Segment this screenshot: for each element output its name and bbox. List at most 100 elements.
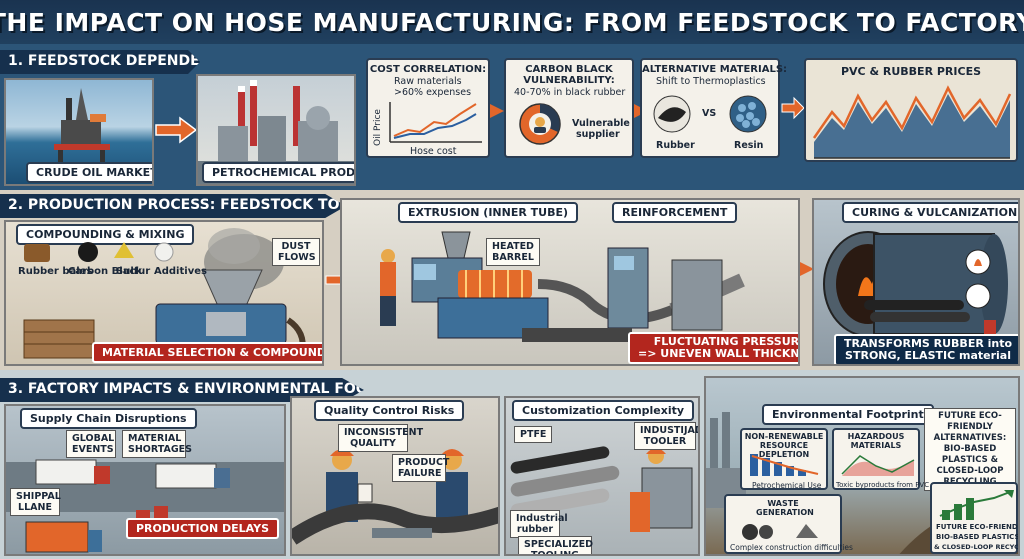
inconsistent-quality-note: INCONSISTENT QUALITY [338,424,423,452]
hazard-title: HAZARDOUS MATERIALS [847,432,905,450]
material-additives: Additives [154,266,207,277]
quality-control-panel: Quality Control Risks INCONSISTENT QUALI… [290,396,500,556]
eco-note2-line3: & CLOSED-LOOP RECYCLING [934,543,1019,551]
hazard-chart [841,455,915,476]
ptfe-note: PTFE [514,426,553,443]
crude-oil-caption: CRUDE OIL MARKET [26,162,152,183]
cost-title: COST CORRELATION: [369,64,487,75]
petrochemical-panel: PETROCHEMICAL PRODUCTION [196,74,356,186]
eco-future-box: FUTURE ECO-FRIENDLY BIO-BASED PLASTICS &… [930,482,1018,554]
industrial-tooler-note: INDUSTIJAD TOOLER [634,422,698,450]
material-shortages-note: MATERIAL SHORTAGES [122,430,192,458]
arrow-icon [781,96,805,120]
pressure-caption: FLUCTUATING PRESSURE => UNEVEN WALL THIC… [628,332,800,364]
curing-line1: TRANSFORMS RUBBER into [844,337,1013,350]
waste-title: WASTE GENERATION [756,499,814,517]
carbon-black-box: CARBON BLACK VULNERABILITY: 40-70% in bl… [504,58,634,158]
section1-label: 1. FEEDSTOCK DEPENDENCY [0,50,200,74]
customization-panel: Customization Complexity PTFE INDUSTIJAD… [504,396,700,556]
waste-bags-icon [742,524,818,540]
cost-trend-chart [389,102,482,143]
alt-resin: Resin [734,140,764,151]
alt-line1: Shift to Thermoplastics [656,76,766,87]
rubber-sample-icon [653,95,691,133]
eco-note: FUTURE ECO-FRIENDLY ALTERNATIVES: BIO-BA… [924,408,1016,491]
reinforcement-title: REINFORCEMENT [612,202,738,223]
cost-line2: >60% expenses [394,87,472,98]
chevron-right-icon [800,262,814,276]
hose-samples-illustration [510,446,693,532]
hazard-caption: Toxic byproducts from PVC [836,481,930,489]
growth-chart [939,490,1014,520]
eco-note2-line1: FUTURE ECO-FRIENDLY [936,523,1020,531]
mixer-illustration [23,228,306,359]
page-title: THE IMPACT ON HOSE MANUFACTURING: FROM F… [0,7,1024,37]
extrusion-title: EXTRUSION (INNER TUBE) [398,202,579,223]
supplier-line2: supplier [576,129,620,140]
curing-title: CURING & VULCANIZATION [842,202,1018,223]
alt-title: ALTERNATIVE MATERIALS: [642,64,788,75]
extrusion-panel: EXTRUSION (INNER TUBE) REINFORCEMENT HEA… [340,198,800,366]
material-sulfur: Sulfur [116,266,151,277]
prices-title: PVC & RUBBER PRICES [840,65,982,78]
autoclave-illustration [823,231,1008,337]
carbon-line1: 40-70% in black rubber [514,87,626,98]
section2-label: 2. PRODUCTION PROCESS: FEEDSTOCK TO FACT… [0,194,346,218]
global-events-note: GLOBAL EVENTS [66,430,116,458]
pressure-line2: => UNEVEN WALL THICKNESS [638,347,800,360]
petrochemical-caption: PETROCHEMICAL PRODUCTION [202,162,354,183]
section-production: 2. PRODUCTION PROCESS: FEEDSTOCK TO FACT… [0,190,1024,370]
eco-note2-line2: BIO-BASED PLASTICS [936,533,1020,541]
curing-panel: CURING & VULCANIZATION TRANSFORMS RUBBER… [812,198,1020,366]
section-feedstock: 1. FEEDSTOCK DEPENDENCY CRUDE OIL MARKET [0,44,1024,190]
pressure-line1: FLUCTUATING PRESSURE [653,335,800,348]
industrial-rubber-note: Industrial rubber [510,510,568,538]
section-impacts: 3. FACTORY IMPACTS & ENVIRONMENTAL FOOTP… [0,370,1024,559]
cost-x-axis: Hose cost [410,146,457,157]
extrusion-line-illustration [380,231,745,342]
crude-oil-panel: CRUDE OIL MARKET [4,78,154,186]
waste-caption: Complex construction difficulties [730,543,853,552]
supply-title: Supply Chain Disruptions [20,408,197,429]
production-delays-caption: PRODUCTION DELAYS [126,518,280,539]
material-rubber: Rubber bales [18,266,93,277]
env-title: Environmental Footprint [762,404,934,425]
supplier-pie-icon [519,103,561,145]
cost-line1: Raw materials [394,76,462,87]
qc-title: Quality Control Risks [314,400,465,421]
material-carbon: Carbon Black [68,266,143,277]
custom-title: Customization Complexity [512,400,695,421]
arrow-icon [155,116,198,144]
hazardous-box: HAZARDOUS MATERIALS Toxic byproducts fro… [832,428,929,490]
carbon-title-line1: CARBON BLACK [525,64,613,75]
resin-pellets-icon [729,95,767,133]
chevron-right-icon [490,104,504,118]
alt-vs: VS [702,108,717,119]
compounding-caption: MATERIAL SELECTION & COMPOUNDING [92,342,322,363]
depletion-chart [750,454,819,476]
nonrenewable-box: NON-RENEWABLE RESOURCE DEPLETION Petroch… [740,428,828,490]
supplier-line1: Vulnerable [572,118,630,129]
prices-box: PVC & RUBBER PRICES [804,58,1018,162]
price-volatility-chart [812,85,1012,159]
compounding-panel: COMPOUNDING & MIXING Rubber bales Carbon… [4,220,324,366]
nonrenew-title: NON-RENEWABLE RESOURCE DEPLETION [744,432,824,459]
specialized-tooling-note: SPECIALIZED TOOLING [518,536,593,554]
alternative-materials-box: ALTERNATIVE MATERIALS: Shift to Thermopl… [640,58,788,158]
heated-barrel-note: HEATED BARREL [486,238,540,266]
supply-chain-panel: Supply Chain Disruptions GLOBAL EVENTS M… [4,404,286,556]
inspectors-illustration [292,449,498,545]
dust-note: DUST FLOWS [272,238,320,266]
product-failure-note: PRODUCT FAILURE [392,454,449,482]
curing-caption: TRANSFORMS RUBBER into STRONG, ELASTIC m… [834,334,1018,364]
environmental-panel: Environmental Footprint FUTURE ECO-FRIEN… [704,376,1020,556]
nonrenew-caption: Petrochemical Use [752,481,822,490]
waste-box: WASTE GENERATION Complex construction di… [724,494,853,554]
cost-y-axis: Oil Price [372,109,383,146]
compounding-title: COMPOUNDING & MIXING [16,224,195,245]
title-bar: THE IMPACT ON HOSE MANUFACTURING: FROM F… [0,0,1024,44]
curing-line2: STRONG, ELASTIC material [845,349,1011,362]
alt-rubber: Rubber [656,140,695,151]
shipping-lane-note: SHIPPAL LLANE [10,488,61,516]
carbon-title-line2: VULNERABILITY: [523,75,615,86]
